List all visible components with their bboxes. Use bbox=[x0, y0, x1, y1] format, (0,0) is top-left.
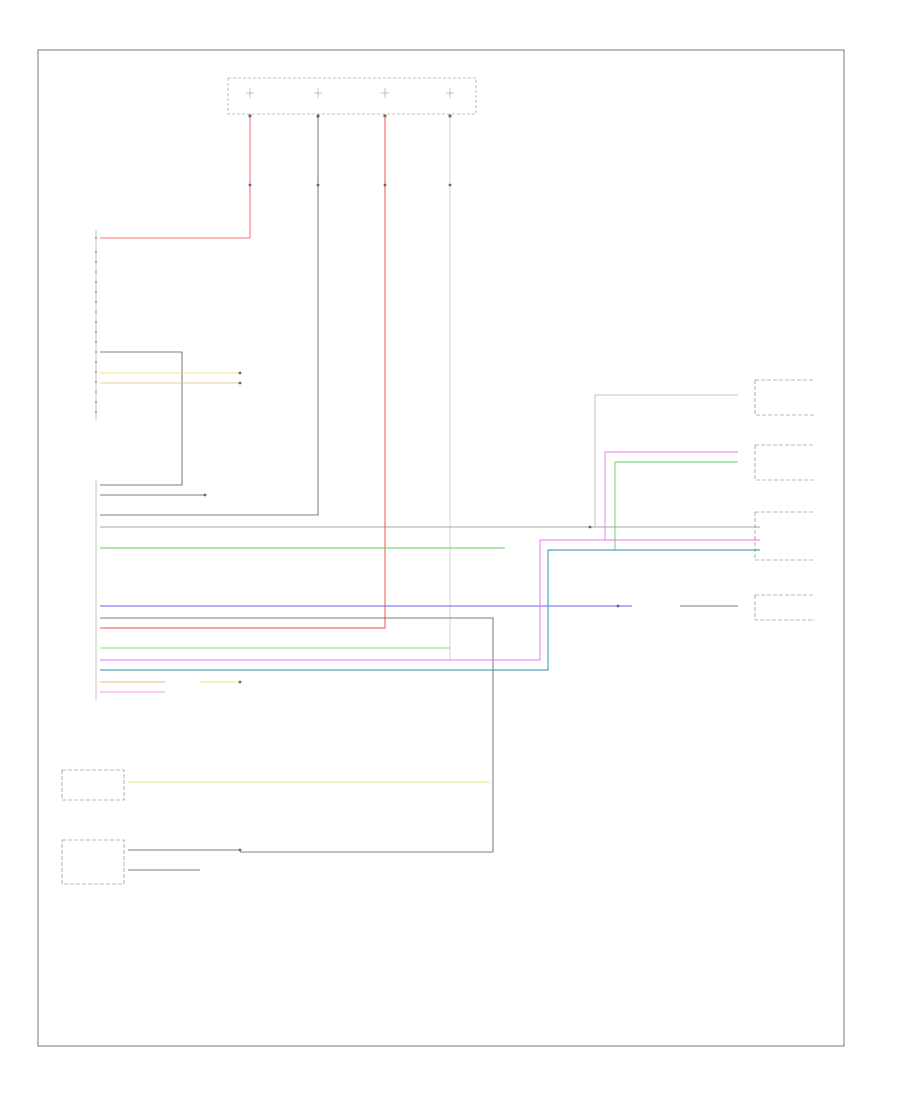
bottom-left-components bbox=[61, 769, 493, 885]
diagram-border bbox=[37, 49, 845, 1047]
upper-left-connector bbox=[95, 230, 97, 420]
right-modules bbox=[594, 379, 815, 621]
fuse-box bbox=[227, 77, 477, 118]
upper-left-wires bbox=[100, 351, 240, 486]
bus-wires bbox=[100, 494, 760, 852]
fuse-wires bbox=[100, 116, 451, 660]
